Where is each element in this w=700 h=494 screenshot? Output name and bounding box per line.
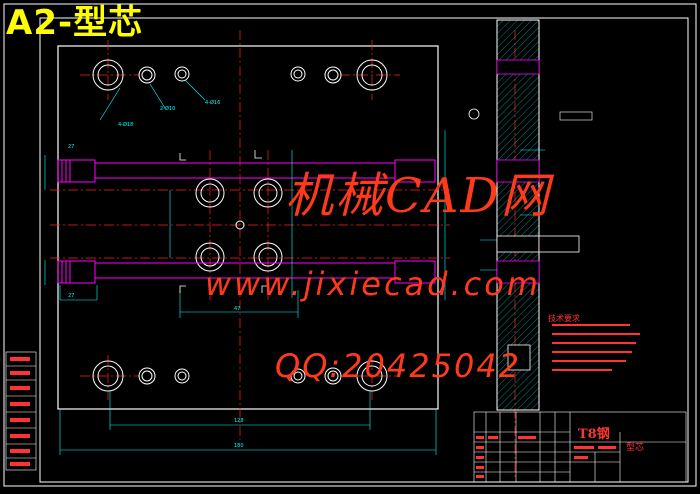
title-block-part-name: 型芯	[626, 443, 645, 453]
svg-text:180: 180	[234, 443, 244, 449]
cooling-channels	[57, 159, 436, 284]
title-block-text	[476, 436, 616, 478]
side-table-text	[10, 357, 30, 466]
watermark-url: www.jixiecad.com	[205, 265, 541, 303]
watermark-site-name: 机械CAD网	[285, 168, 551, 224]
svg-text:4-Ø18: 4-Ø18	[118, 121, 133, 128]
drawing-title: A2-型芯	[6, 3, 144, 43]
section-marks	[179, 150, 268, 293]
svg-text:27: 27	[68, 293, 74, 299]
outer-frame	[3, 3, 697, 487]
plate-outline	[57, 45, 439, 410]
svg-text:27: 27	[68, 144, 74, 150]
svg-text:4-Ø16: 4-Ø16	[205, 99, 220, 106]
tech-notes-lines	[552, 324, 640, 371]
svg-text:2-Ø10: 2-Ø10	[160, 105, 175, 112]
dimension-values: 4-Ø18 2-Ø10 4-Ø16 27 27 47 128 180	[68, 99, 244, 449]
svg-text:128: 128	[234, 418, 244, 424]
inner-frame	[39, 17, 689, 483]
tech-notes-title: 技术要求	[548, 314, 580, 323]
center-holes	[195, 178, 283, 272]
holes-top-left	[92, 59, 190, 91]
holes-top-right	[290, 59, 388, 91]
holes-bottom-right	[290, 360, 388, 392]
svg-text:47: 47	[234, 306, 240, 312]
side-table	[5, 351, 37, 471]
title-block	[473, 411, 687, 483]
holes-bottom-left	[92, 360, 190, 392]
section-view	[468, 19, 593, 411]
title-block-material: T8钢	[578, 427, 610, 442]
watermark-qq: QQ:20425042	[275, 347, 522, 385]
